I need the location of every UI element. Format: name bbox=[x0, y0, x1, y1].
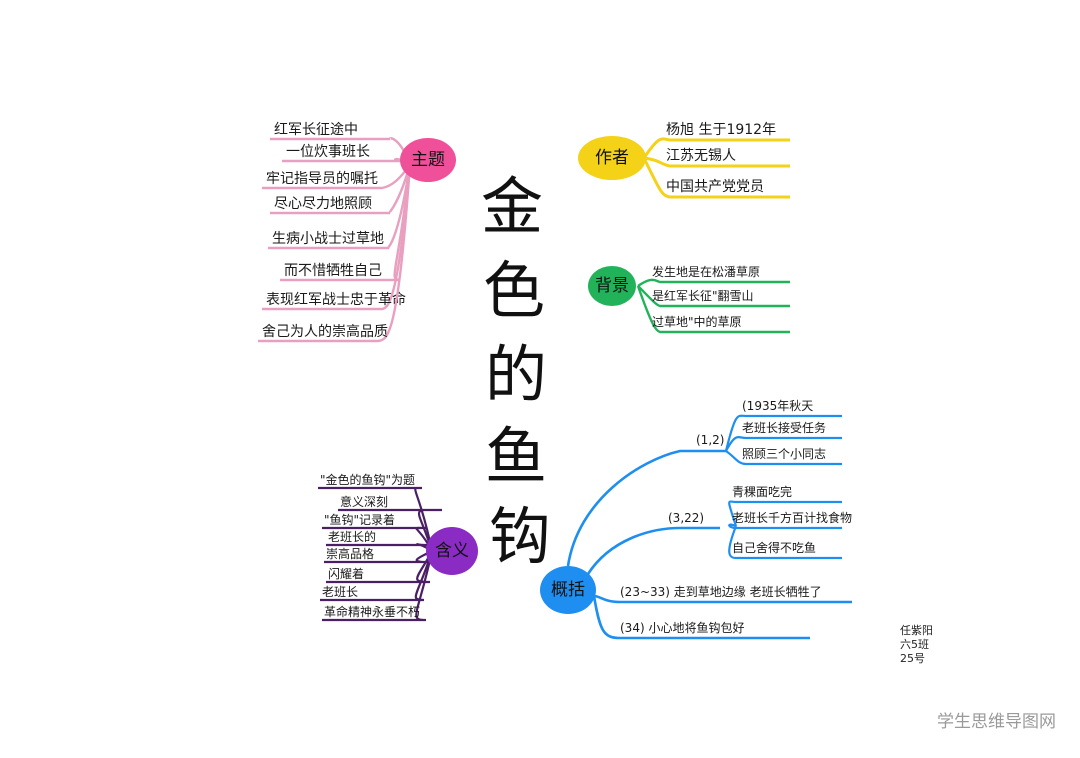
branch-line bbox=[637, 278, 790, 287]
branch-item-text: (1935年秋天 bbox=[742, 399, 813, 413]
branch-item-text: 革命精神永垂不朽 bbox=[324, 604, 420, 619]
branch-line bbox=[636, 285, 790, 334]
summary-label: 概括 bbox=[551, 580, 585, 600]
branch-item-text: 崇高品格 bbox=[326, 546, 374, 561]
branch-line bbox=[320, 550, 434, 602]
branch-line bbox=[258, 163, 412, 343]
signature-class: 六5班 bbox=[900, 638, 929, 651]
branch-line bbox=[268, 163, 412, 250]
branch-item-text: "金色的鱼钩"为题 bbox=[320, 472, 415, 487]
author-label: 作者 bbox=[595, 148, 629, 168]
branch-line bbox=[725, 450, 842, 466]
branch-line bbox=[725, 436, 842, 452]
branch-item-text: 尽心尽力地照顾 bbox=[274, 196, 372, 212]
summary-group-label: (1,2) bbox=[696, 433, 724, 447]
title-char: 金 bbox=[481, 170, 543, 243]
branch-line bbox=[593, 594, 852, 604]
branch-item-text: 过草地"中的草原 bbox=[652, 314, 742, 329]
branch-item-text: 红军长征途中 bbox=[274, 121, 358, 138]
signature-name: 任紫阳 bbox=[900, 624, 933, 637]
watermark: 学生思维导图网 bbox=[937, 712, 1056, 732]
branch-item-text: 是红军长征"翻雪山 bbox=[652, 288, 754, 303]
branch-item-text: 老班长千方百计找食物 bbox=[732, 510, 852, 525]
branch-line bbox=[592, 595, 810, 640]
branch-item-text: 生病小战士过草地 bbox=[272, 231, 384, 247]
branch-line bbox=[728, 525, 842, 560]
branch-line bbox=[270, 163, 412, 215]
branch-item-text: 舍己为人的崇高品质 bbox=[262, 323, 388, 340]
branch-item-text: 发生地是在松潘草原 bbox=[652, 264, 760, 279]
branch-item-text: 老班长 bbox=[322, 585, 358, 599]
branch-item-text: 照顾三个小同志 bbox=[742, 447, 826, 461]
branch-item-text: 自己舍得不吃鱼 bbox=[732, 540, 816, 555]
branch-line bbox=[566, 449, 726, 567]
branch-line bbox=[643, 156, 790, 168]
branch-line bbox=[728, 500, 842, 527]
branch-item-text: 杨旭 生于1912年 bbox=[666, 122, 776, 138]
branch-line bbox=[637, 285, 790, 308]
branch-item-text: 牢记指导员的嘱托 bbox=[266, 171, 378, 187]
branch-line bbox=[586, 526, 720, 575]
summary-bubble bbox=[540, 566, 596, 614]
signature-number: 25号 bbox=[900, 652, 925, 665]
central-title: 金 色 的 鱼 钩 bbox=[481, 170, 551, 573]
branch-line bbox=[642, 157, 790, 199]
summary-group-label: (3,22) bbox=[668, 511, 704, 525]
branch-line bbox=[724, 414, 842, 452]
branch-item-text: 意义深刻 bbox=[340, 494, 388, 509]
branch-item-text: 闪耀着 bbox=[328, 566, 364, 581]
branch-item-text: 江苏无锡人 bbox=[666, 148, 736, 164]
branch-line bbox=[318, 486, 434, 552]
branch-line bbox=[642, 137, 790, 159]
title-char: 鱼 bbox=[485, 420, 547, 493]
branch-item-text: 一位炊事班长 bbox=[286, 144, 370, 160]
meaning-label: 含义 bbox=[435, 541, 469, 561]
branch-line bbox=[322, 550, 434, 622]
theme-label: 主题 bbox=[411, 150, 445, 170]
background-bubble bbox=[588, 266, 636, 306]
theme-bubble bbox=[400, 138, 456, 182]
meaning-bubble bbox=[426, 527, 478, 575]
branch-item-text: "鱼钩"记录着 bbox=[324, 512, 395, 527]
branch-item-text: 中国共产党党员 bbox=[666, 179, 764, 195]
title-char: 的 bbox=[485, 338, 547, 411]
branch-item-text: 而不惜牺牲自己 bbox=[284, 263, 382, 279]
branch-item-text: 青稞面吃完 bbox=[732, 484, 792, 499]
title-char: 钩 bbox=[489, 500, 551, 573]
branch-item-text: (34) 小心地将鱼钩包好 bbox=[620, 621, 744, 635]
branch-line bbox=[338, 508, 443, 552]
background-label: 背景 bbox=[595, 276, 629, 296]
branch-item-text: (23~33) 走到草地边缘 老班长牺牲了 bbox=[620, 585, 822, 599]
branch-item-text: 老班长的 bbox=[328, 529, 376, 544]
signature: 任紫阳 六5班 25号 bbox=[900, 624, 933, 666]
branch-theme: 红军长征途中一位炊事班长牢记指导员的嘱托尽心尽力地照顾生病小战士过草地而不惜牺牲… bbox=[258, 121, 456, 343]
branch-item-text: 老班长接受任务 bbox=[742, 420, 826, 435]
title-char: 色 bbox=[483, 254, 545, 327]
branch-line bbox=[728, 523, 842, 530]
author-bubble bbox=[578, 136, 646, 180]
branch-item-text: 表现红军战士忠于革命 bbox=[266, 291, 406, 308]
